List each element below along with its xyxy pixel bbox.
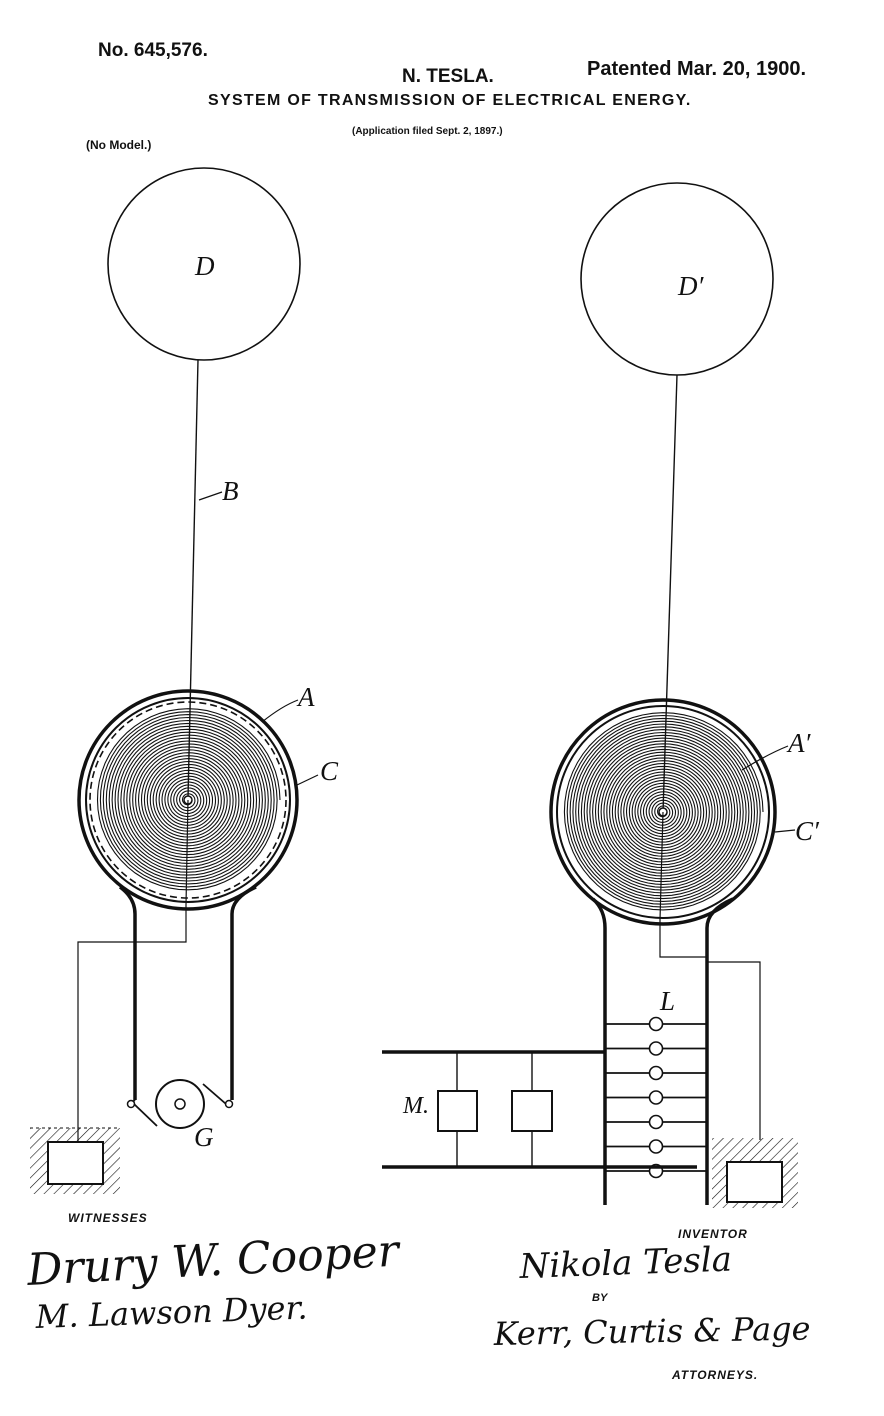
label-c-prime: C′ — [795, 816, 820, 846]
transmitter-apparatus — [30, 167, 301, 1194]
terminal-d-prime-sphere — [580, 182, 774, 376]
label-a: A — [296, 682, 315, 712]
generator-g — [155, 1079, 205, 1129]
label-a-prime: A′ — [786, 728, 811, 758]
receiver-apparatus — [382, 182, 798, 1208]
inventor-name: N. TESLA. — [402, 66, 494, 87]
ground-plate-left — [30, 1127, 120, 1194]
ground-conductor-left — [77, 941, 135, 1150]
coil-c-prime-outer — [549, 698, 777, 926]
attorneys-signature: Kerr, Curtis & Page — [492, 1309, 810, 1353]
conductor-b — [187, 359, 199, 799]
lamp — [648, 1114, 664, 1130]
lamp — [648, 1016, 664, 1032]
lamp — [648, 1065, 664, 1081]
lamps-l — [605, 1016, 707, 1179]
patent-title: SYSTEM OF TRANSMISSION OF ELECTRICAL ENE… — [208, 92, 692, 109]
label-d: D — [194, 251, 215, 281]
label-d-prime: D′ — [677, 271, 704, 301]
ground-plate-right — [712, 1138, 798, 1208]
coil-a-prime-spiral — [563, 712, 764, 911]
ground-conductor-right — [707, 961, 761, 1140]
label-b: B — [222, 476, 239, 506]
lamp — [648, 1090, 664, 1105]
patent-date: Patented Mar. 20, 1900. — [587, 58, 807, 80]
label-m: M. — [402, 1093, 429, 1119]
motor-m-1 — [437, 1052, 478, 1167]
attorneys-label: ATTORNEYS. — [672, 1368, 759, 1382]
lamp — [648, 1139, 664, 1154]
inventor-signature: Nikola Tesla — [518, 1240, 733, 1287]
label-c: C — [320, 756, 339, 786]
coil-c-prime-lead-right — [705, 897, 734, 1205]
witness-signature-1: Drury W. Cooper — [25, 1225, 403, 1296]
coil-c-prime-lead-left — [591, 897, 607, 1205]
label-g: G — [194, 1122, 214, 1152]
motor-m-2 — [511, 1052, 553, 1167]
no-model-note: (No Model.) — [86, 138, 152, 152]
label-l: L — [659, 986, 675, 1016]
coil-c-lead-right — [230, 885, 257, 1100]
application-filed-note: (Application filed Sept. 2, 1897.) — [352, 126, 503, 137]
coil-c-outer — [77, 689, 299, 911]
lamp — [648, 1041, 664, 1056]
witnesses-label: WITNESSES — [68, 1211, 148, 1225]
witness-signature-2: M. Lawson Dyer. — [34, 1289, 308, 1337]
conductor-b-prime — [662, 374, 678, 813]
terminal-d-sphere — [107, 167, 301, 361]
inventor-label: INVENTOR — [678, 1227, 748, 1241]
by-label: BY — [592, 1292, 608, 1304]
coil-c-lead-left — [118, 885, 137, 1100]
patent-number: No. 645,576. — [98, 40, 208, 61]
